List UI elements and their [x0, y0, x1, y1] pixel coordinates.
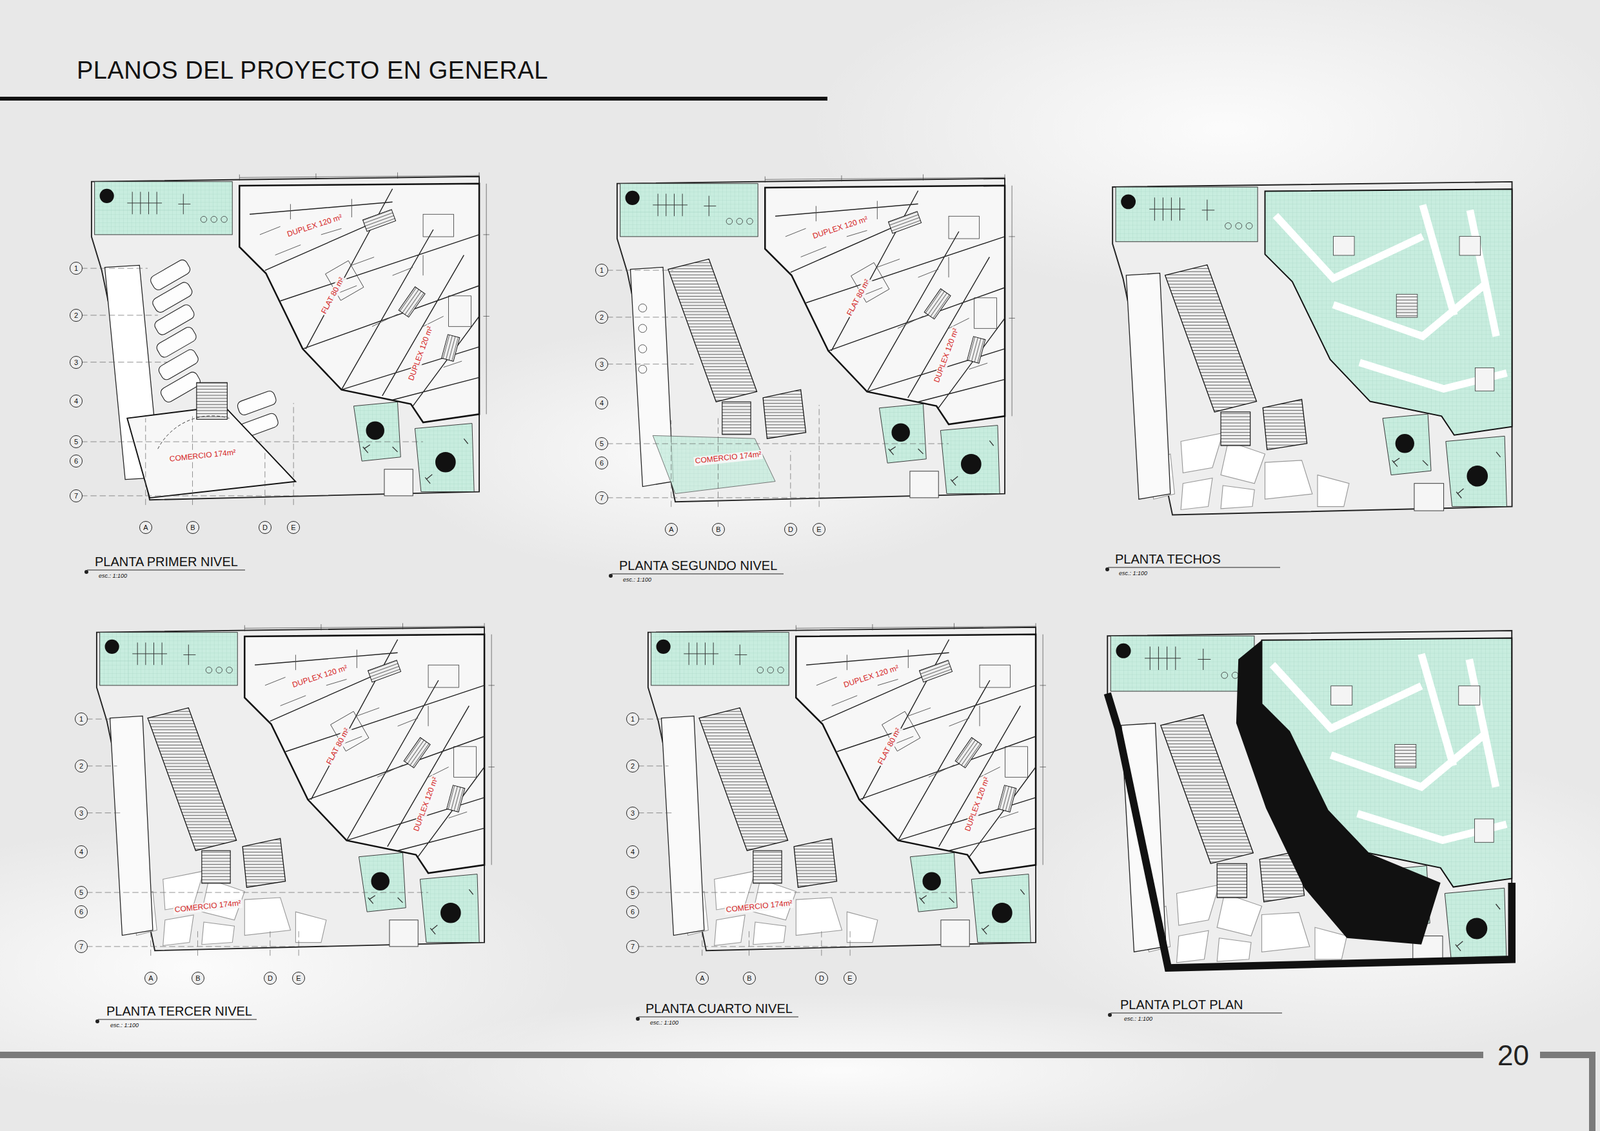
grid-axis-bubble: 2 — [595, 310, 609, 324]
sheet-title: PLANOS DEL PROYECTO EN GENERAL — [76, 56, 549, 86]
grid-axis-bubble: 7 — [626, 940, 640, 954]
plan-title: PLANTA TERCER NIVEL — [106, 1004, 253, 1019]
grid-axis-bubble: A — [139, 521, 153, 534]
grid-axis-bubble: 6 — [595, 456, 609, 470]
grid-axis-bubble: 3 — [626, 806, 640, 820]
grid-axis-bubble: 3 — [74, 806, 88, 820]
floor-plan — [86, 622, 495, 956]
grid-axis-bubble: A — [664, 523, 678, 536]
plan-title: PLANTA SEGUNDO NIVEL — [619, 558, 778, 574]
grid-axis-bubble: 5 — [595, 437, 609, 451]
cloud — [386, 993, 1290, 1131]
grid-axis-bubble: 2 — [626, 759, 640, 773]
grid-axis-bubble: 5 — [626, 886, 640, 899]
grid-axis-bubble: E — [843, 971, 857, 985]
plan-title: PLANTA PRIMER NIVEL — [94, 554, 238, 570]
grid-axis-bubble: 7 — [595, 491, 609, 505]
grid-axis-bubble: B — [742, 971, 756, 985]
grid-axis-bubble: 1 — [595, 263, 609, 277]
grid-axis-bubble: D — [258, 521, 272, 534]
north-mark — [84, 567, 1112, 1024]
floor-plan — [606, 174, 1016, 507]
title-underline — [87, 567, 1283, 1020]
grid-axis-bubble: E — [286, 521, 300, 534]
grid-axis-bubble: 4 — [69, 394, 83, 408]
plan-title: PLANTA CUARTO NIVEL — [645, 1001, 793, 1017]
scale-note: esc.: 1:100 — [110, 1022, 139, 1029]
footer-bar — [1540, 1051, 1596, 1059]
grid-axis-bubble: 2 — [74, 759, 88, 773]
grid-axis-bubble: E — [292, 971, 306, 985]
title-rule — [0, 96, 828, 101]
grid-axis-bubble: 2 — [69, 308, 83, 322]
grid-axis-bubble: D — [263, 971, 277, 985]
scale-note: esc.: 1:100 — [622, 576, 652, 583]
grid-axis-bubble: B — [711, 523, 725, 536]
floor-plan — [637, 622, 1047, 956]
grid-axis-bubble: 3 — [595, 357, 609, 371]
floor-plan — [81, 172, 490, 505]
scale-note: esc.: 1:100 — [1124, 1015, 1153, 1023]
grid-axis-bubble: 3 — [69, 355, 83, 369]
grid-axis-bubble: 1 — [69, 261, 83, 275]
grid-axis-bubble: B — [186, 521, 200, 534]
scale-note: esc.: 1:100 — [650, 1019, 679, 1027]
grid-axis-bubble: A — [144, 971, 158, 985]
scale-note: esc.: 1:100 — [98, 572, 128, 580]
footer-bar — [0, 1051, 1484, 1059]
grid-axis-bubble: 1 — [74, 712, 88, 726]
grid-axis-bubble: 6 — [74, 905, 88, 919]
grid-axis-bubble: 1 — [626, 712, 640, 726]
grid-axis-bubble: D — [815, 971, 829, 985]
grid-axis-bubble: 4 — [74, 845, 88, 859]
grid-axis-bubble: 4 — [595, 396, 609, 410]
footer-bar — [1589, 1051, 1596, 1131]
grid-axis-bubble: 5 — [74, 886, 88, 899]
grid-axis-bubble: 7 — [69, 489, 83, 503]
grid-axis-bubble: 6 — [626, 905, 640, 919]
grid-axis-bubble: E — [812, 523, 826, 536]
roof-plan — [1112, 181, 1512, 516]
grid-axis-bubble: D — [784, 523, 798, 536]
grid-axis-bubble: 7 — [74, 940, 88, 954]
plan-title: PLANTA PLOT PLAN — [1120, 997, 1243, 1013]
plan-title: PLANTA TECHOS — [1115, 552, 1221, 567]
grid-axis-bubble: 5 — [69, 435, 83, 449]
grid-axis-bubble: A — [695, 971, 709, 985]
grid-axis-bubble: 4 — [626, 845, 640, 859]
grid-axis-bubble: 6 — [69, 454, 83, 468]
grid-axis-bubble: B — [191, 971, 205, 985]
scale-note: esc.: 1:100 — [1118, 570, 1148, 577]
plot-plan — [1107, 630, 1512, 968]
page-number: 20 — [1497, 1039, 1530, 1073]
